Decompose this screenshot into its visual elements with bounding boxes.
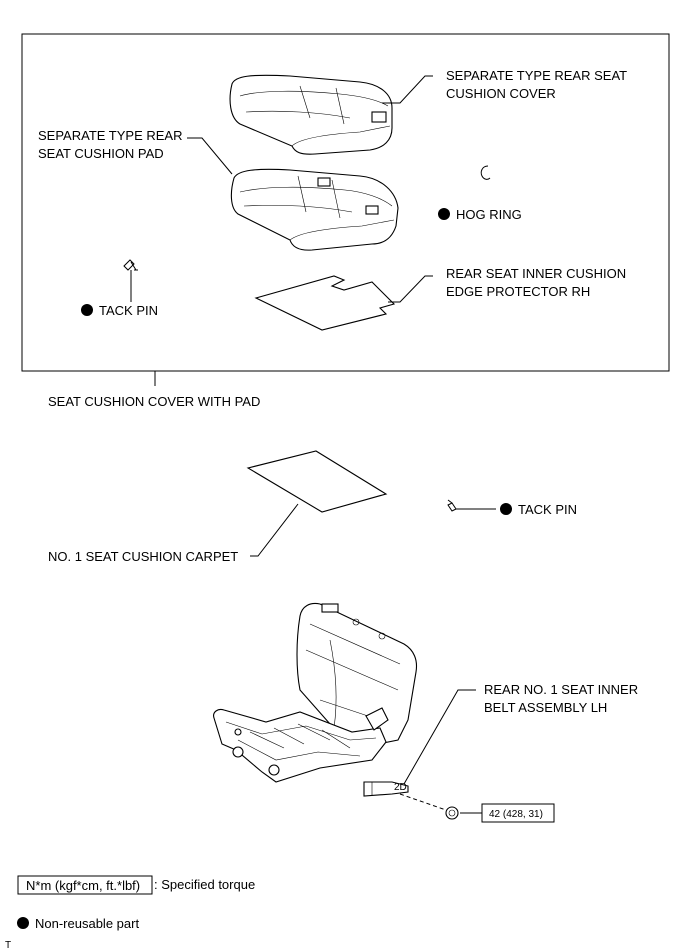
nonreusable-bullet-icon <box>500 503 512 515</box>
legend-torque-units: N*m (kgf*cm, ft.*lbf) <box>26 878 140 893</box>
hog-ring-label: HOG RING <box>456 207 522 222</box>
nonreusable-bullet-icon <box>438 208 450 220</box>
legend-torque-desc: : Specified torque <box>154 877 255 892</box>
carpet-label: NO. 1 SEAT CUSHION CARPET <box>48 549 238 564</box>
tack-pin-label-upper: TACK PIN <box>99 303 158 318</box>
cushion-cover-label-line1: SEPARATE TYPE REAR SEAT <box>446 68 627 83</box>
edge-protector-label-line1: REAR SEAT INNER CUSHION <box>446 266 626 281</box>
legend-torque-box <box>17 875 153 895</box>
edge-protector-label-line2: EDGE PROTECTOR RH <box>446 284 590 299</box>
hog-ring-icon <box>480 165 491 180</box>
edge-protector-part <box>254 275 396 331</box>
cushion-pad-label-line2: SEAT CUSHION PAD <box>38 146 164 161</box>
belt-assembly-label-line1: REAR NO. 1 SEAT INNER <box>484 682 638 697</box>
svg-text:2D: 2D <box>394 782 407 793</box>
seat-frame-assembly <box>213 602 418 783</box>
bolt-nut-part <box>445 806 459 820</box>
cushion-cover-label-line2: CUSHION COVER <box>446 86 556 101</box>
legend-nonreusable-bullet-icon <box>17 917 29 929</box>
tack-pin-label-right: TACK PIN <box>518 502 577 517</box>
torque-value: 42 (428, 31) <box>489 809 543 820</box>
cover-with-pad-label: SEAT CUSHION COVER WITH PAD <box>48 394 260 409</box>
nonreusable-bullet-icon <box>81 304 93 316</box>
belt-assembly-label-line2: BELT ASSEMBLY LH <box>484 700 607 715</box>
seat-cushion-pad-part <box>230 168 399 251</box>
legend-nonreusable-desc: Non-reusable part <box>35 916 139 931</box>
cushion-pad-label-line1: SEPARATE TYPE REAR <box>38 128 183 143</box>
footer-code: T <box>5 940 11 951</box>
torque-value-box <box>481 803 555 823</box>
tack-pin-icon <box>123 259 138 271</box>
tack-pin-icon <box>447 499 462 512</box>
belt-buckle-part: 2D <box>363 781 409 797</box>
seat-cushion-carpet-part <box>246 450 388 513</box>
seat-cushion-cover-with-pad-frame <box>21 33 670 372</box>
seat-cushion-cover-part <box>229 74 393 155</box>
